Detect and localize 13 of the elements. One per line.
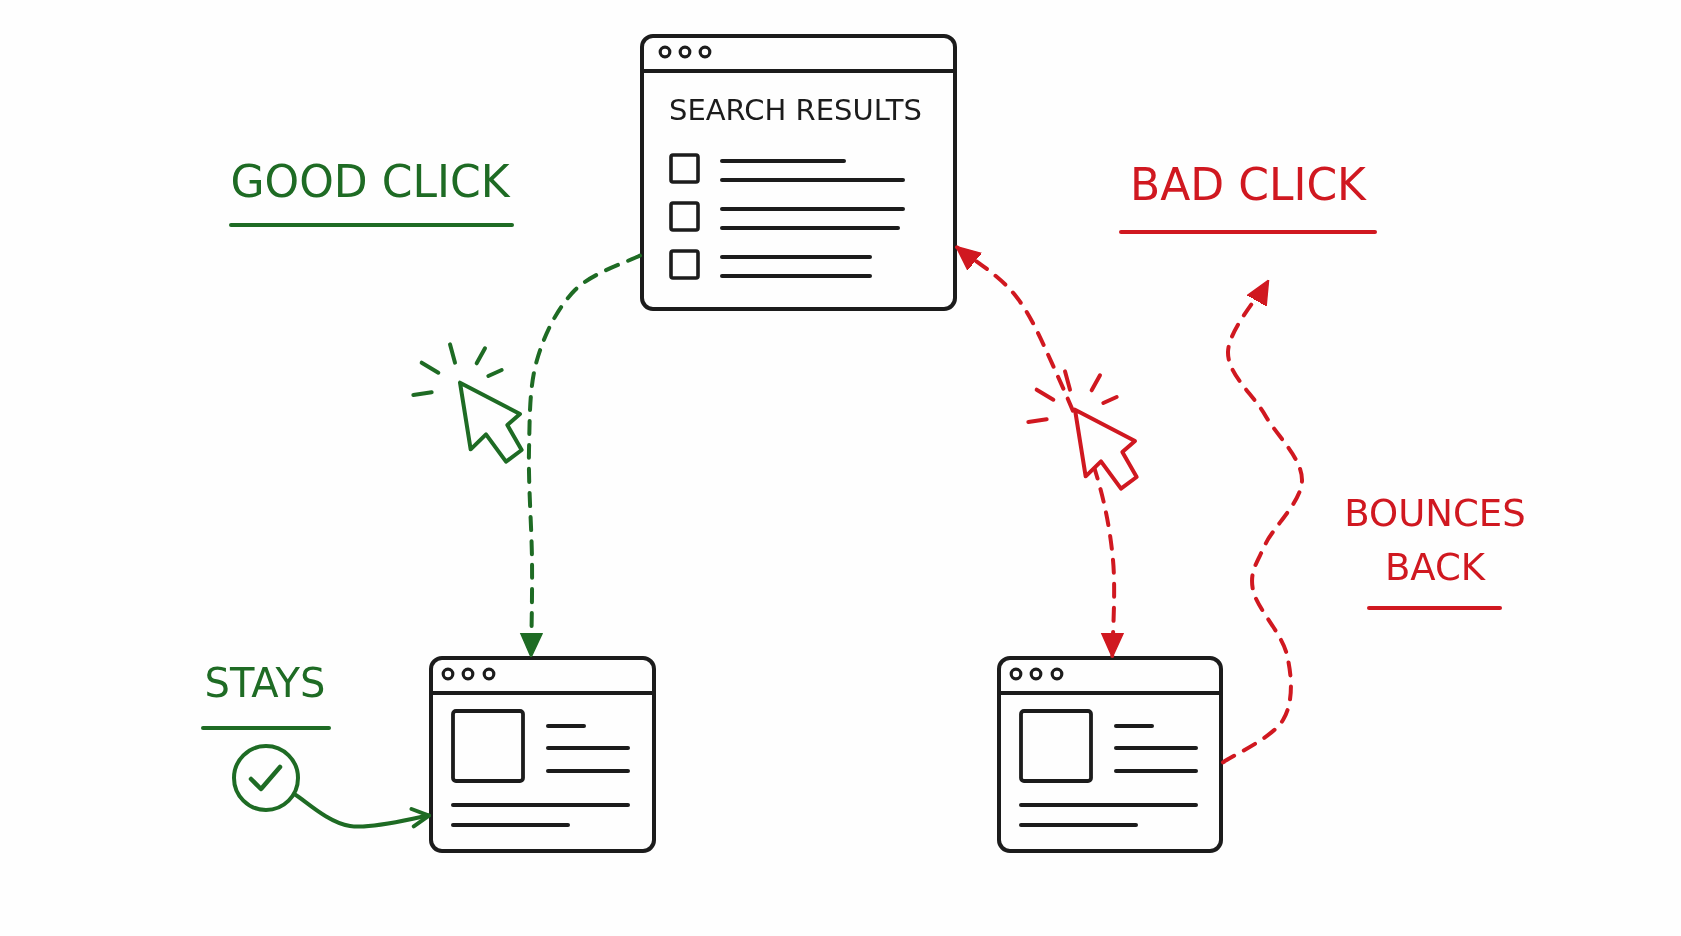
annotation-label: BOUNCES BACK bbox=[1344, 491, 1526, 591]
browser-window bbox=[429, 656, 656, 853]
curved-dashed-double-arrow bbox=[955, 245, 1125, 658]
category-heading: BAD CLICK bbox=[1130, 163, 1366, 207]
browser-window bbox=[997, 656, 1223, 853]
wavy-dashed-arrow bbox=[1221, 279, 1304, 765]
category-heading: GOOD CLICK bbox=[230, 160, 510, 204]
check-circle-icon bbox=[231, 743, 301, 813]
curved-arrow bbox=[293, 792, 431, 829]
status-label: STAYS bbox=[204, 663, 326, 703]
page-heading: SEARCH RESULTS bbox=[669, 96, 922, 125]
browser-window bbox=[640, 34, 957, 311]
curved-dashed-arrow bbox=[519, 253, 642, 658]
